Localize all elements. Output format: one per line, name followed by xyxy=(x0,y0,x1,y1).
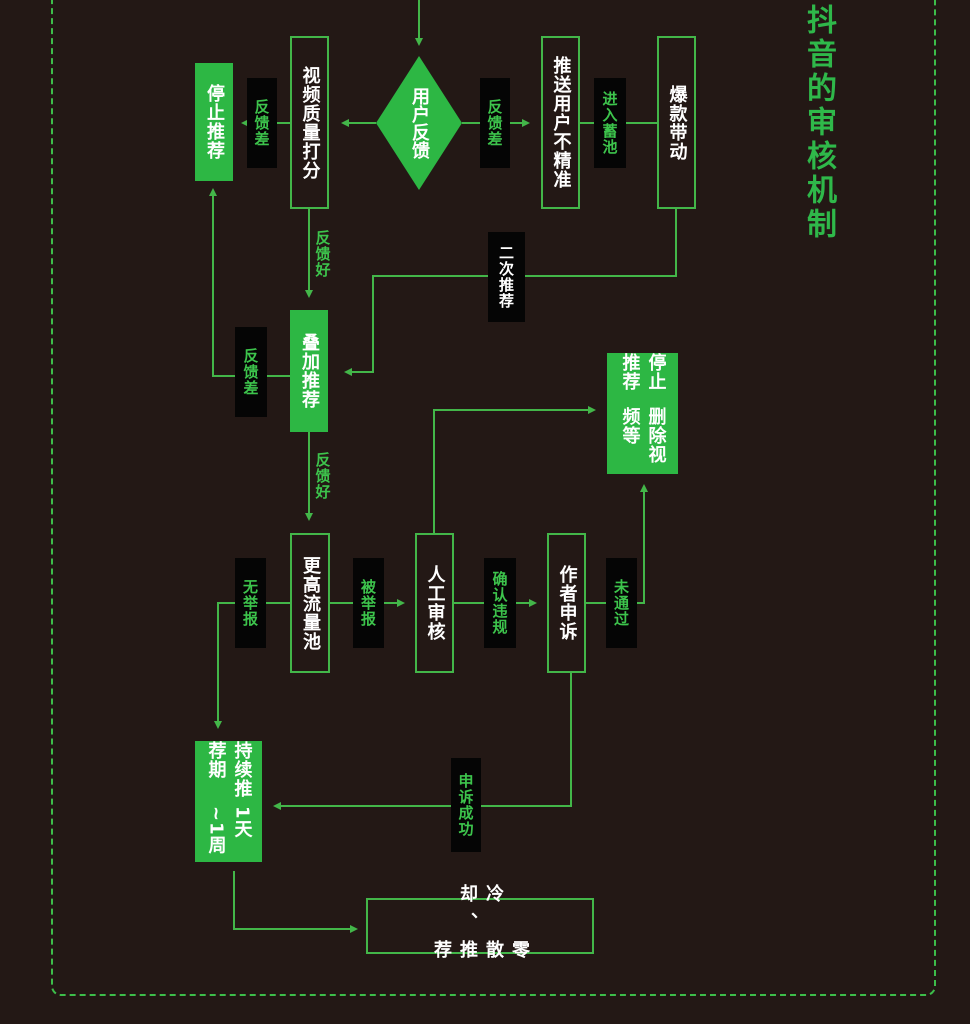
edge-label-feedback-good-1: 反馈好 xyxy=(313,230,332,278)
cooldown-line2: 零散推荐 xyxy=(431,940,530,968)
edge-label-feedback-bad-right: 反馈差 xyxy=(480,78,510,168)
hit-driven-node: 爆款带动 xyxy=(657,36,696,209)
higher-pool-node: 更高流量池 xyxy=(290,533,330,673)
edge-appeal-to-delete xyxy=(586,484,648,604)
edge-label-feedback-bad-left: 反馈差 xyxy=(247,78,277,168)
manual-review-node: 人工审核 xyxy=(415,533,454,673)
edge-label-second-recommend: 二次推荐 xyxy=(488,232,525,322)
edge-label-no-report: 无举报 xyxy=(235,558,266,648)
user-feedback-node: 用户反馈 xyxy=(409,87,430,159)
dashed-frame xyxy=(51,0,936,996)
continuous-recommend-node: 持续推荐期 1天~1周 xyxy=(195,741,262,862)
stack-recommend-node: 叠加推荐 xyxy=(290,310,328,432)
edge-pool-to-continuous xyxy=(214,602,290,729)
author-appeal-node: 作者申诉 xyxy=(547,533,586,673)
stop-recommend-node: 停止推荐 xyxy=(195,63,233,181)
continuous-line1: 持续推荐期 xyxy=(205,741,253,798)
stop-delete-line1: 停止推荐 xyxy=(619,353,667,391)
stop-delete-node: 停止推荐 删除视频等 xyxy=(607,353,678,474)
edge-appeal-to-continuous xyxy=(273,673,572,810)
edge-continuous-to-cooldown xyxy=(233,871,358,933)
continuous-line2: 1天~1周 xyxy=(205,806,253,855)
cooldown-node: 冷却、 零散推荐 xyxy=(366,884,594,968)
user-feedback-diamond xyxy=(376,56,462,190)
edge-label-appeal-success: 申诉成功 xyxy=(451,758,481,852)
cooldown-line1: 冷却、 xyxy=(457,884,504,940)
quality-score-node: 视频质量打分 xyxy=(290,36,329,209)
edge-review-to-delete xyxy=(433,406,596,533)
edge-label-enter-pool: 进入蓄池 xyxy=(594,78,626,168)
edge-label-not-passed: 未通过 xyxy=(606,558,637,648)
edge-hit-to-stack xyxy=(344,209,677,376)
edge-label-reported: 被举报 xyxy=(353,558,384,648)
stop-delete-line2: 删除视频等 xyxy=(619,406,667,464)
push-inaccurate-node: 推送用户不精准 xyxy=(541,36,580,209)
diagram-title: 抖音的审核机制 xyxy=(801,4,836,242)
edge-label-confirmed-violation: 确认违规 xyxy=(484,558,516,648)
edge-label-feedback-bad-stack: 反馈差 xyxy=(235,327,267,417)
edge-label-feedback-good-2: 反馈好 xyxy=(313,452,332,500)
